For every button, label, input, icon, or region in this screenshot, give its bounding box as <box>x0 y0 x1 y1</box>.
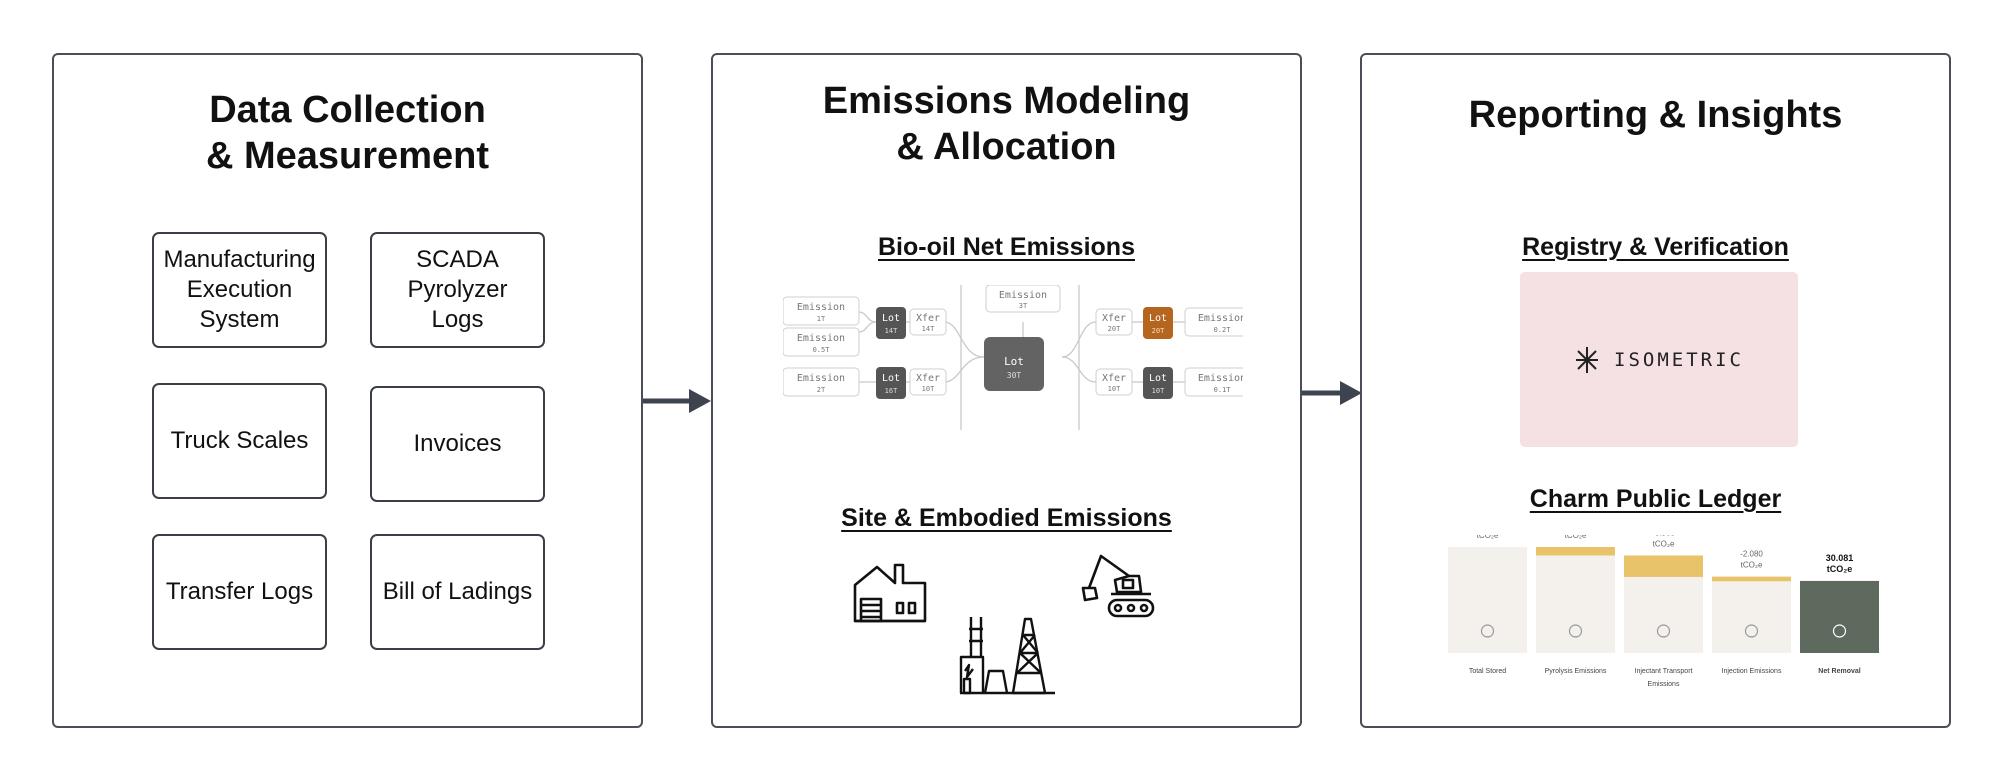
bill-of-ladings-box: Bill of Ladings <box>370 534 545 650</box>
ledger-category-label: Injectant Transport <box>1635 668 1693 675</box>
svg-text:10T: 10T <box>1152 387 1165 395</box>
ledger-bar-band <box>1624 555 1703 577</box>
svg-text:Lot: Lot <box>1149 373 1167 384</box>
center-lot-node: Lot 30T <box>984 337 1044 391</box>
ledger-unit: tCO₂e <box>1741 561 1763 570</box>
panel-title: Reporting & Insights <box>1468 94 1843 136</box>
flow-arrow <box>1302 381 1362 405</box>
ledger-bar <box>1536 547 1615 653</box>
svg-text:Lot: Lot <box>882 373 900 384</box>
ledger-unit: tCO₂e <box>1653 539 1675 548</box>
isometric-logo-icon <box>1576 346 1599 373</box>
svg-text:0.5T: 0.5T <box>813 346 831 354</box>
svg-text:Xfer: Xfer <box>916 373 940 384</box>
registry-heading: Registry & Verification <box>1522 233 1789 261</box>
xfer-node: Xfer 10T <box>1095 368 1133 396</box>
mes-box: Manufacturing Execution System <box>152 232 327 348</box>
svg-text:16T: 16T <box>885 387 898 395</box>
ledger-bar-icon <box>1744 624 1759 638</box>
emission-node: Emission 0.2T <box>1184 307 1243 337</box>
panel-title: Emissions Modeling & Allocation <box>822 80 1191 168</box>
public-ledger-chart: 44.372tCO₂eTotal Stored-3.230tCO₂ePyroly… <box>1448 535 1879 688</box>
ledger-bar-band <box>1712 576 1791 582</box>
truck-scales-box: Truck Scales <box>152 383 327 499</box>
ledger-bar-band <box>1536 547 1615 556</box>
ledger-unit: tCO₂e <box>1565 535 1587 540</box>
svg-text:20T: 20T <box>1152 327 1165 335</box>
emission-node: Emission 2T <box>783 367 860 397</box>
emission-node: Emission 0.5T <box>783 327 860 357</box>
factory-icon <box>853 563 927 623</box>
svg-text:Xfer: Xfer <box>916 313 940 324</box>
xfer-node: Xfer 14T <box>909 308 947 336</box>
xfer-node: Xfer 20T <box>1095 308 1133 336</box>
svg-text:3T: 3T <box>1019 302 1028 310</box>
ledger-category-label: Emissions <box>1648 681 1680 688</box>
svg-text:30T: 30T <box>1007 371 1022 380</box>
svg-text:Lot: Lot <box>1149 313 1167 324</box>
svg-text:0.1T: 0.1T <box>1214 386 1232 394</box>
svg-text:Emission: Emission <box>999 290 1047 301</box>
ledger-unit: tCO₂e <box>1477 535 1499 540</box>
svg-text:10T: 10T <box>922 385 935 393</box>
transfer-logs-box: Transfer Logs <box>152 534 327 650</box>
site-embodied-heading: Site & Embodied Emissions <box>841 504 1172 532</box>
svg-text:Emission: Emission <box>1198 313 1243 324</box>
ledger-bar-icon <box>1832 624 1847 638</box>
lot-node: Lot 10T <box>1143 367 1173 399</box>
power-plant-icon <box>959 617 1055 695</box>
ledger-value: 30.081 <box>1826 553 1854 563</box>
highlighted-lot-node: Lot 20T <box>1143 307 1173 339</box>
emission-node: Emission 1T <box>783 296 860 326</box>
ledger-bar-icon <box>1480 624 1495 638</box>
ledger-value: -2.080 <box>1740 550 1763 559</box>
ledger-bar-icon <box>1656 624 1671 638</box>
emission-node: Emission 3T <box>985 285 1061 313</box>
ledger-bar <box>1448 547 1527 653</box>
bio-oil-heading: Bio-oil Net Emissions <box>878 233 1135 261</box>
svg-text:Lot: Lot <box>882 313 900 324</box>
ledger-value: -8.960 <box>1652 535 1675 537</box>
scada-box: SCADA Pyrolyzer Logs <box>370 232 545 348</box>
ledger-bar-icon <box>1568 624 1583 638</box>
excavator-icon <box>1081 554 1155 618</box>
isometric-logo-text: ISOMETRIC <box>1614 348 1744 371</box>
svg-text:Emission: Emission <box>1198 373 1243 384</box>
lot-node: Lot 14T <box>876 307 906 339</box>
lot-node: Lot 16T <box>876 367 906 399</box>
invoices-box: Invoices <box>370 386 545 502</box>
xfer-node: Xfer 10T <box>909 368 947 396</box>
ledger-category-label: Total Stored <box>1469 668 1506 675</box>
reporting-panel: Reporting & Insights Registry & Verifica… <box>1360 53 1951 728</box>
svg-text:Xfer: Xfer <box>1102 313 1126 324</box>
svg-text:Emission: Emission <box>797 373 845 384</box>
svg-text:2T: 2T <box>817 386 826 394</box>
emission-node: Emission 0.1T <box>1184 367 1243 397</box>
svg-text:0.2T: 0.2T <box>1214 326 1232 334</box>
flow-arrow <box>643 389 711 413</box>
panel-title: Data Collection & Measurement <box>206 89 489 177</box>
ledger-bar <box>1800 580 1879 653</box>
ledger-category-label: Net Removal <box>1818 668 1860 675</box>
svg-text:Xfer: Xfer <box>1102 373 1126 384</box>
emissions-modeling-panel: Emissions Modeling & Allocation Bio-oil … <box>711 53 1302 728</box>
ledger-unit: tCO₂e <box>1827 564 1853 574</box>
svg-text:14T: 14T <box>922 325 935 333</box>
svg-text:Emission: Emission <box>797 302 845 313</box>
svg-text:10T: 10T <box>1108 385 1121 393</box>
ledger-category-label: Injection Emissions <box>1722 668 1782 675</box>
data-collection-panel: Data Collection & Measurement Manufactur… <box>52 53 643 728</box>
ledger-heading: Charm Public Ledger <box>1529 485 1782 513</box>
ledger-category-label: Pyrolysis Emissions <box>1545 668 1607 675</box>
svg-text:20T: 20T <box>1108 325 1121 333</box>
svg-text:14T: 14T <box>885 327 898 335</box>
svg-text:Lot: Lot <box>1004 355 1024 368</box>
isometric-logo-card: ISOMETRIC <box>1520 272 1798 447</box>
svg-text:1T: 1T <box>817 315 826 323</box>
svg-text:Emission: Emission <box>797 333 845 344</box>
lot-flow-diagram: Emission 1T Emission 0.5T Emission 2T Lo… <box>783 285 1243 430</box>
ledger-bar <box>1712 576 1791 653</box>
